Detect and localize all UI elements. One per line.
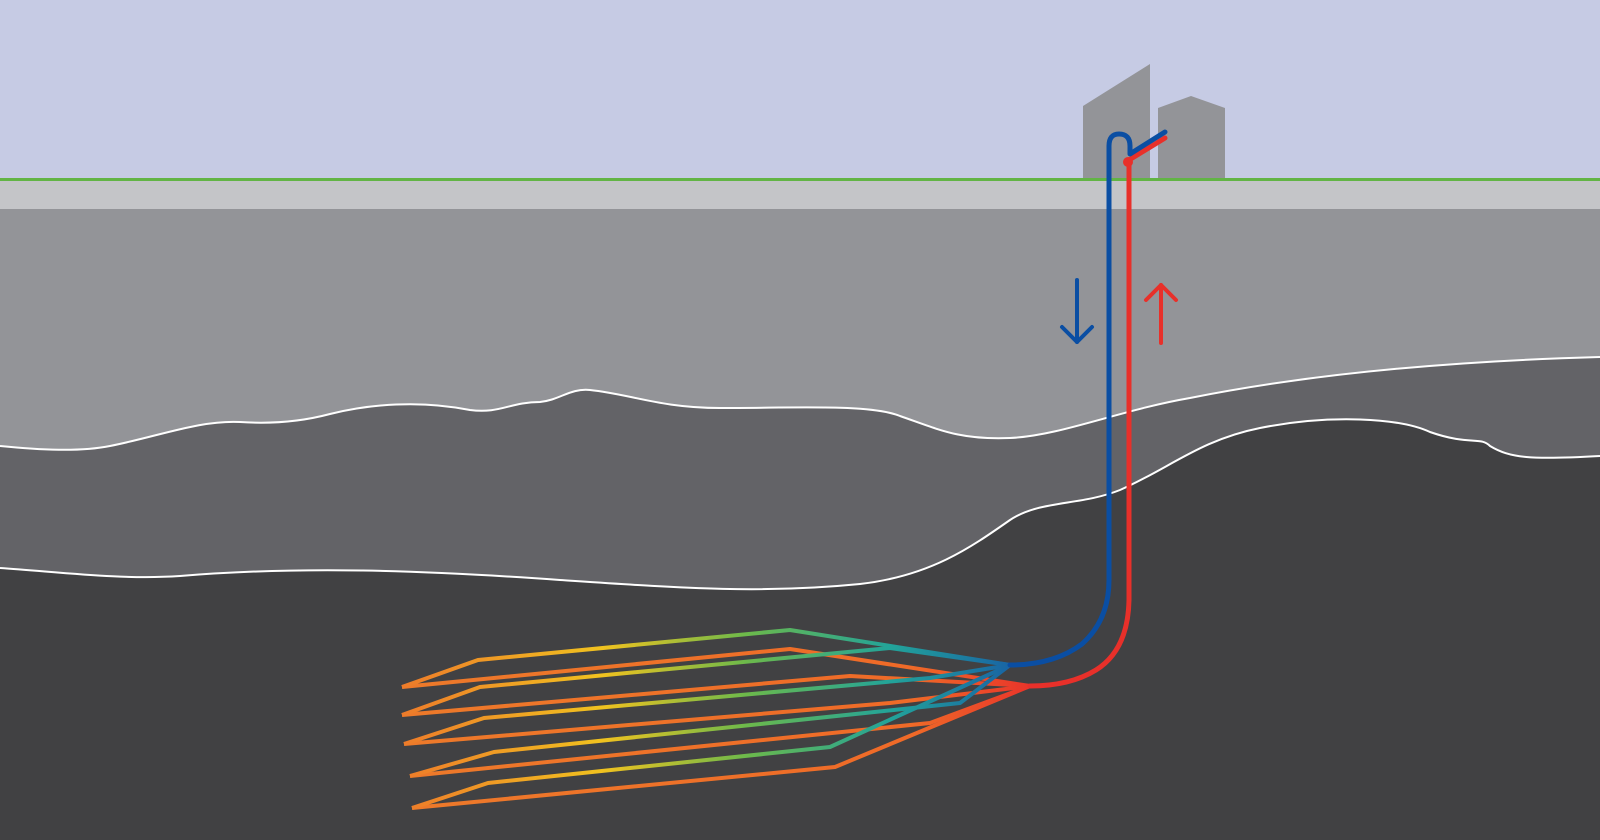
upper-boundary-line	[0, 356, 1600, 451]
loop-supply-2	[401, 646, 1011, 717]
lateral-loops-supply	[401, 628, 1012, 810]
lower-boundary-line	[0, 418, 1600, 591]
short-building	[1158, 96, 1225, 180]
downflow-arrow	[1060, 278, 1094, 344]
injection-pipe	[1007, 129, 1168, 668]
loop-return-3	[403, 684, 1031, 746]
topsoil	[0, 180, 1600, 210]
loop-supply-5	[411, 663, 1011, 810]
production-pipe	[1027, 135, 1168, 689]
loop-return-5	[411, 684, 1031, 810]
ground-surface	[0, 178, 1600, 181]
loop-supply-4	[409, 663, 1012, 778]
wellhead-joint	[1123, 157, 1133, 167]
upflow-arrow	[1144, 283, 1178, 345]
loop-supply-3	[403, 663, 1011, 746]
sky	[0, 0, 1600, 182]
